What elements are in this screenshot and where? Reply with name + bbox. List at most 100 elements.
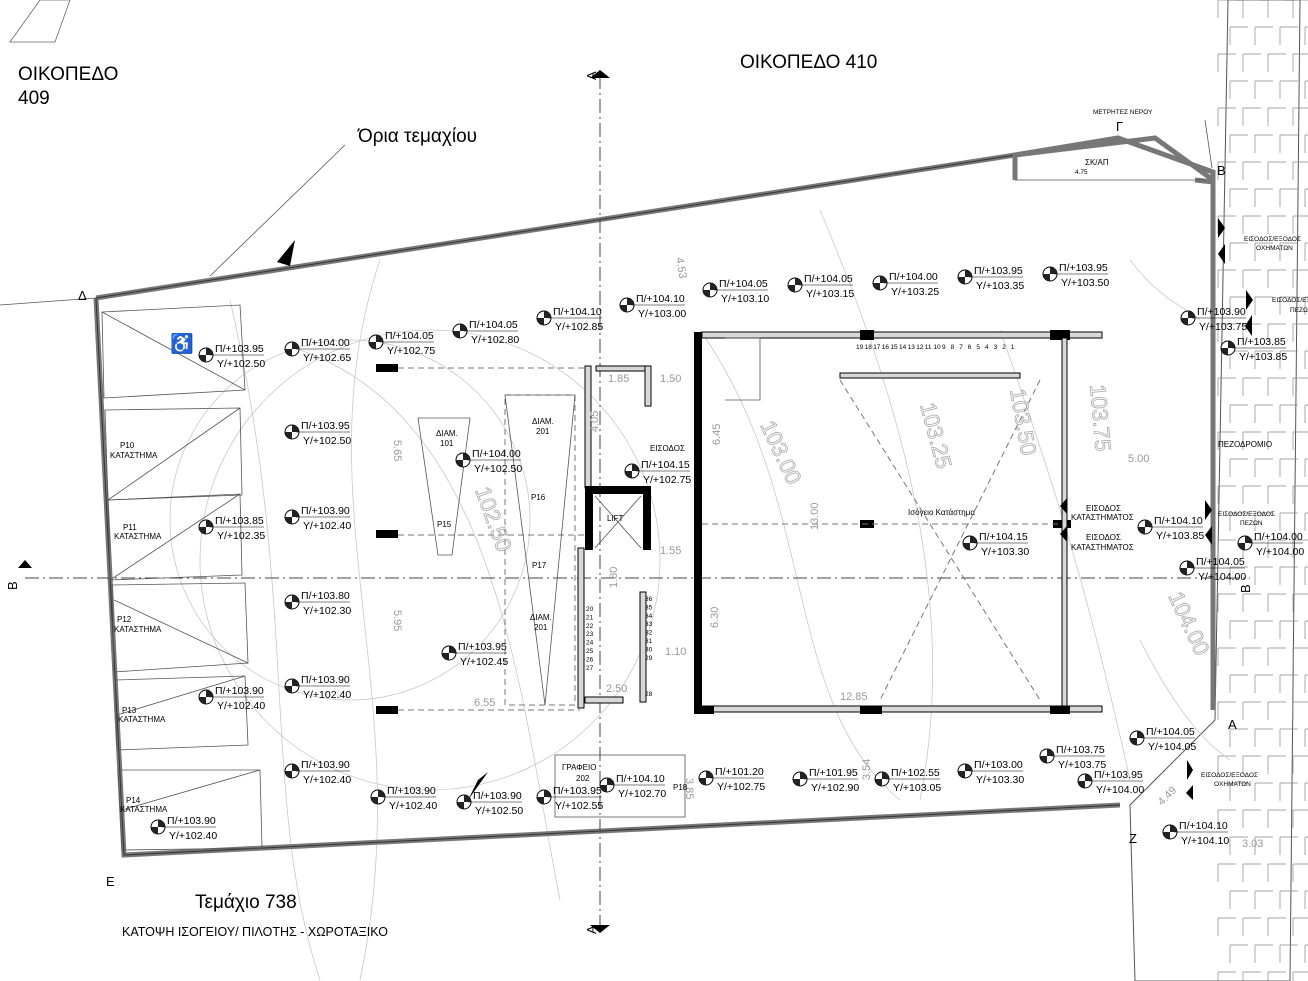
- existing-level: Υ/+102.40: [389, 800, 437, 812]
- stair-step-number: 4: [985, 344, 989, 351]
- elevation-marker: Π/+104.10Υ/+102.70: [599, 773, 666, 800]
- drawing-label: ΠΕΖΩΝ: [1240, 520, 1263, 527]
- elevation-marker: Π/+101.20Υ/+102.75: [698, 766, 765, 793]
- elevation-marker: Π/+103.90Υ/+102.40: [150, 815, 217, 842]
- drawing-label: ΓΡΑΦΕΙΟ: [562, 763, 596, 772]
- finished-level: Π/+104.10: [1154, 515, 1203, 527]
- drawing-label: ΣΚ/ΑΠ: [1085, 158, 1109, 167]
- elevation-marker: Π/+103.90Υ/+102.40: [284, 674, 351, 701]
- elevation-marker: Π/+103.95Υ/+103.50: [1042, 262, 1109, 289]
- elevation-marker: Π/+104.05Υ/+104.00: [1179, 556, 1246, 583]
- drawing-label: P15: [437, 520, 452, 529]
- finished-level: Π/+103.85: [1237, 336, 1286, 348]
- dimensions: 1.85 1.50 4.05 6.45 1.55 1.80 1.10 2.50 …: [391, 169, 1263, 850]
- stair-step-number: 34: [645, 613, 653, 620]
- survey-point-icon-fill: [793, 772, 807, 786]
- drawing-label: B: [5, 581, 20, 590]
- drawing-label: ΔΙΑΜ.: [532, 417, 554, 426]
- stair-step-number: 7: [959, 344, 963, 351]
- drawing-label: B: [1238, 584, 1253, 593]
- stair-step-number: 24: [586, 640, 594, 647]
- stair-step-number: 20: [586, 606, 594, 613]
- drawing-label: 5.65: [391, 440, 403, 461]
- elevation-marker: Π/+104.00Υ/+103.25: [872, 271, 939, 298]
- existing-level: Υ/+104.10: [1181, 835, 1229, 847]
- drawing-label: 4.53: [673, 256, 689, 279]
- accessible-parking-icon: ♿: [170, 332, 194, 355]
- elevation-marker: Π/+104.00Υ/+102.65: [284, 337, 351, 364]
- existing-level: Υ/+104.00: [1198, 571, 1246, 583]
- existing-level: Υ/+103.05: [893, 782, 941, 794]
- existing-level: Υ/+102.55: [555, 800, 603, 812]
- existing-level: Υ/+102.65: [303, 352, 351, 364]
- survey-point-icon-fill: [285, 595, 299, 609]
- stair-step-number: 6: [968, 344, 972, 351]
- drawing-label: ΕΙΣΟΔΟΣ/ΕΞΟΔΟΣ: [1218, 511, 1275, 518]
- drawing-label: ΚΑΤΑΣΤΗΜΑΤΟΣ: [1071, 543, 1134, 552]
- finished-level: Π/+104.05: [1196, 556, 1245, 568]
- entrance-arrows: [277, 218, 1253, 800]
- finished-level: Π/+104.15: [641, 459, 690, 471]
- section-arrow-icon: [18, 560, 32, 568]
- plot-409-number: 409: [18, 88, 50, 109]
- survey-point-icon-fill: [1078, 774, 1092, 788]
- elevation-marker: Π/+104.10Υ/+103.85: [1137, 515, 1204, 542]
- survey-point-icon-fill: [285, 510, 299, 524]
- elevation-marker: Π/+103.75Υ/+103.75: [1039, 744, 1106, 771]
- stair-step-number: 25: [586, 648, 594, 655]
- survey-point-icon-fill: [442, 646, 456, 660]
- drawing-label: P12: [117, 615, 132, 624]
- finished-level: Π/+104.10: [553, 306, 602, 318]
- finished-level: Π/+103.90: [301, 505, 350, 517]
- existing-level: Υ/+103.75: [1199, 321, 1247, 333]
- existing-level: Υ/+103.85: [1239, 351, 1287, 363]
- survey-point-icon-fill: [1043, 267, 1057, 281]
- stair-step-number: 27: [586, 665, 594, 672]
- stair-step-number: 5: [976, 344, 980, 351]
- elevation-marker: Π/+103.95Υ/+102.55: [536, 785, 603, 812]
- drawing-label: 5.00: [1128, 453, 1149, 465]
- elevation-marker: Π/+103.90Υ/+102.40: [370, 785, 437, 812]
- drawing-label: Ισόγειο Κατάστημα: [908, 508, 975, 517]
- section-arrow-icon: [590, 925, 610, 933]
- elevation-marker: Π/+103.95Υ/+102.50: [284, 420, 351, 447]
- finished-level: Π/+103.90: [387, 785, 436, 797]
- survey-point-icon-fill: [199, 348, 213, 362]
- drawing-label: LIFT: [607, 514, 624, 523]
- stair-step-number: 3: [994, 344, 998, 351]
- existing-level: Υ/+103.50: [1061, 277, 1109, 289]
- stair-step-number: 1: [1011, 344, 1015, 351]
- parking-bays: [101, 304, 263, 851]
- drawing-label: 1.10: [665, 646, 686, 658]
- drawing-label: A: [584, 925, 599, 934]
- finished-level: Π/+103.95: [974, 265, 1023, 277]
- elevation-marker: Π/+103.90Υ/+102.50: [456, 790, 523, 817]
- drawing-label: ΚΑΤΑΣΤΗΜΑ: [118, 715, 166, 724]
- stair-step-number: 26: [586, 656, 594, 663]
- stair-step-number: 21: [586, 614, 594, 621]
- elevation-marker: Π/+103.95Υ/+102.50: [198, 343, 265, 370]
- drawing-label: 104.00: [1163, 588, 1214, 660]
- drawing-label: A: [1228, 717, 1237, 732]
- finished-level: Π/+103.90: [167, 815, 216, 827]
- survey-point-icon-fill: [537, 311, 551, 325]
- parcel-738-label: Τεμάχιο 738: [195, 892, 297, 913]
- elevation-marker: Π/+104.05Υ/+103.10: [702, 278, 769, 305]
- drawing-label: ΔΙΑΜ.: [530, 613, 552, 622]
- existing-level: Υ/+103.35: [976, 280, 1024, 292]
- survey-point-icon-fill: [1163, 825, 1177, 839]
- drawing-label: 5.95: [391, 610, 403, 631]
- stair-step-number: 35: [645, 604, 653, 611]
- elevation-marker: Π/+104.10Υ/+104.10: [1162, 820, 1229, 847]
- elevation-markers: Π/+103.95Υ/+102.50Π/+104.00Υ/+102.65Π/+1…: [150, 262, 1304, 847]
- stair-step-number: 17: [873, 344, 881, 351]
- elevation-marker: Π/+104.15Υ/+103.30: [962, 531, 1029, 558]
- drawing-label: ΕΙΣΟΔΟΣ/ΕΞΟΔΟΣ: [1201, 772, 1258, 779]
- existing-level: Υ/+102.40: [303, 689, 351, 701]
- drawing-label: 4.05: [589, 411, 601, 432]
- existing-level: Υ/+102.85: [555, 321, 603, 333]
- survey-point-icon-fill: [699, 771, 713, 785]
- drawing-label: ΕΙΣΟΔΟΣ/ΕΞΟΔΟΣ: [1244, 236, 1301, 243]
